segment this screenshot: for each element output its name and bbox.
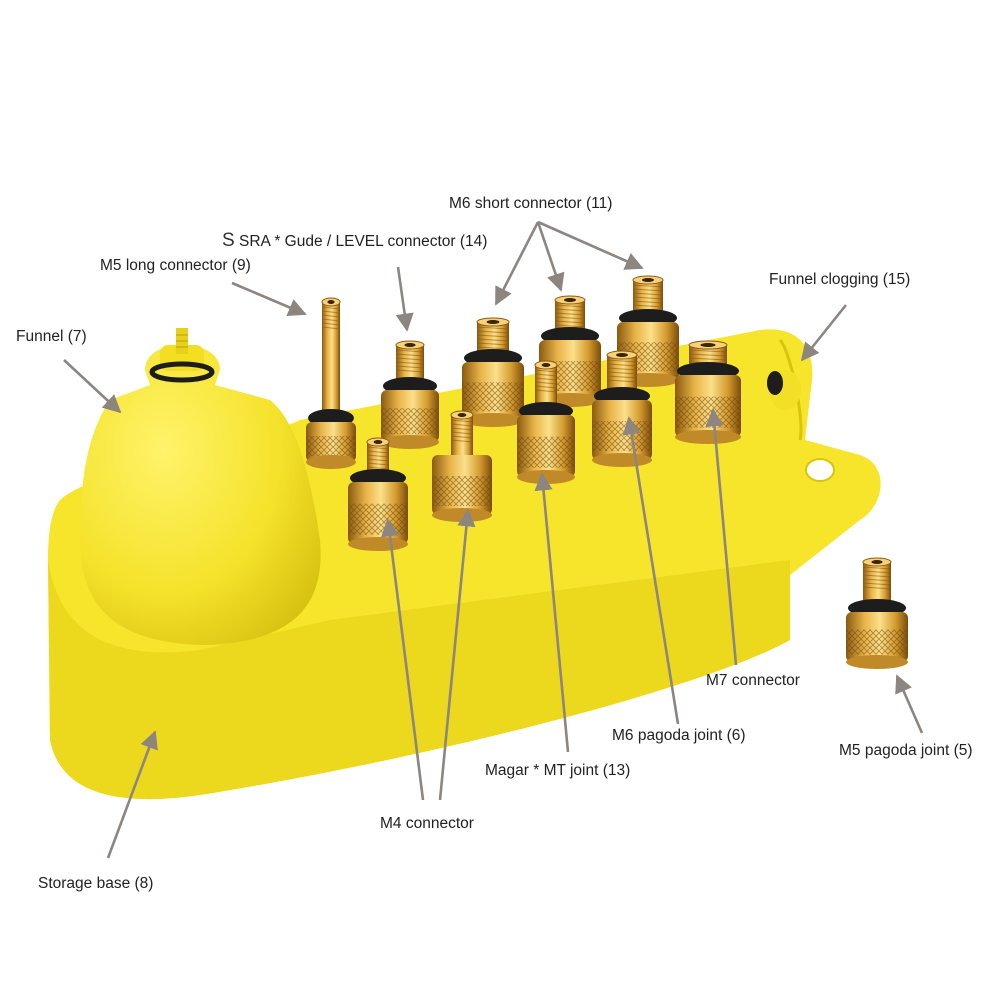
label-m5-long-connector: M5 long connector (9) bbox=[100, 257, 251, 274]
arrow-magar bbox=[534, 472, 570, 753]
fitting-m5-long bbox=[306, 297, 356, 469]
fitting-m5-pagoda bbox=[846, 557, 908, 669]
label-m6-short-connector: M6 short connector (11) bbox=[449, 195, 613, 212]
arrow-m5-pagoda bbox=[895, 674, 924, 734]
fitting-m6-short-a bbox=[462, 317, 524, 427]
label-sra-prefix: S bbox=[222, 230, 235, 251]
label-storage-base: Storage base (8) bbox=[38, 875, 154, 892]
arrow-m6-short-1 bbox=[494, 221, 540, 306]
label-funnel: Funnel (7) bbox=[16, 328, 87, 345]
arrow-m6-short-2 bbox=[536, 221, 565, 292]
label-m5-pagoda-joint: M5 pagoda joint (5) bbox=[839, 742, 973, 759]
arrow-m7 bbox=[705, 408, 738, 666]
label-m6-pagoda-joint: M6 pagoda joint (6) bbox=[612, 727, 746, 744]
fitting-magar bbox=[517, 360, 575, 484]
label-m4-connector: M4 connector bbox=[380, 815, 474, 832]
label-sra-text: SRA * Gude / LEVEL connector (14) bbox=[239, 233, 488, 250]
arrow-storage bbox=[106, 730, 158, 859]
arrow-m6-pagoda bbox=[622, 416, 680, 725]
connector-fittings bbox=[306, 275, 908, 669]
funnel bbox=[80, 328, 321, 645]
arrow-sra bbox=[395, 266, 414, 332]
arrow-m4-1 bbox=[381, 518, 425, 801]
arrow-funnel bbox=[63, 359, 122, 414]
fitting-m4-b bbox=[432, 410, 492, 522]
label-m7-connector: M7 connector bbox=[706, 672, 800, 689]
arrow-m5-long bbox=[231, 281, 307, 316]
annotation-arrows bbox=[63, 220, 924, 859]
label-funnel-clogging: Funnel clogging (15) bbox=[769, 271, 911, 288]
fitting-sra bbox=[381, 340, 439, 449]
arrow-funnel-clogging bbox=[800, 304, 848, 362]
label-magar-mt-joint: Magar * MT joint (13) bbox=[485, 762, 631, 779]
funnel-clogging-plug bbox=[767, 370, 801, 410]
arrow-m4-2 bbox=[438, 508, 476, 801]
fitting-m6-pagoda bbox=[592, 350, 652, 467]
arrow-m6-short-3 bbox=[537, 220, 644, 270]
label-sra-connector: S SRA * Gude / LEVEL connector (14) bbox=[222, 230, 488, 251]
fitting-m7 bbox=[675, 340, 741, 444]
